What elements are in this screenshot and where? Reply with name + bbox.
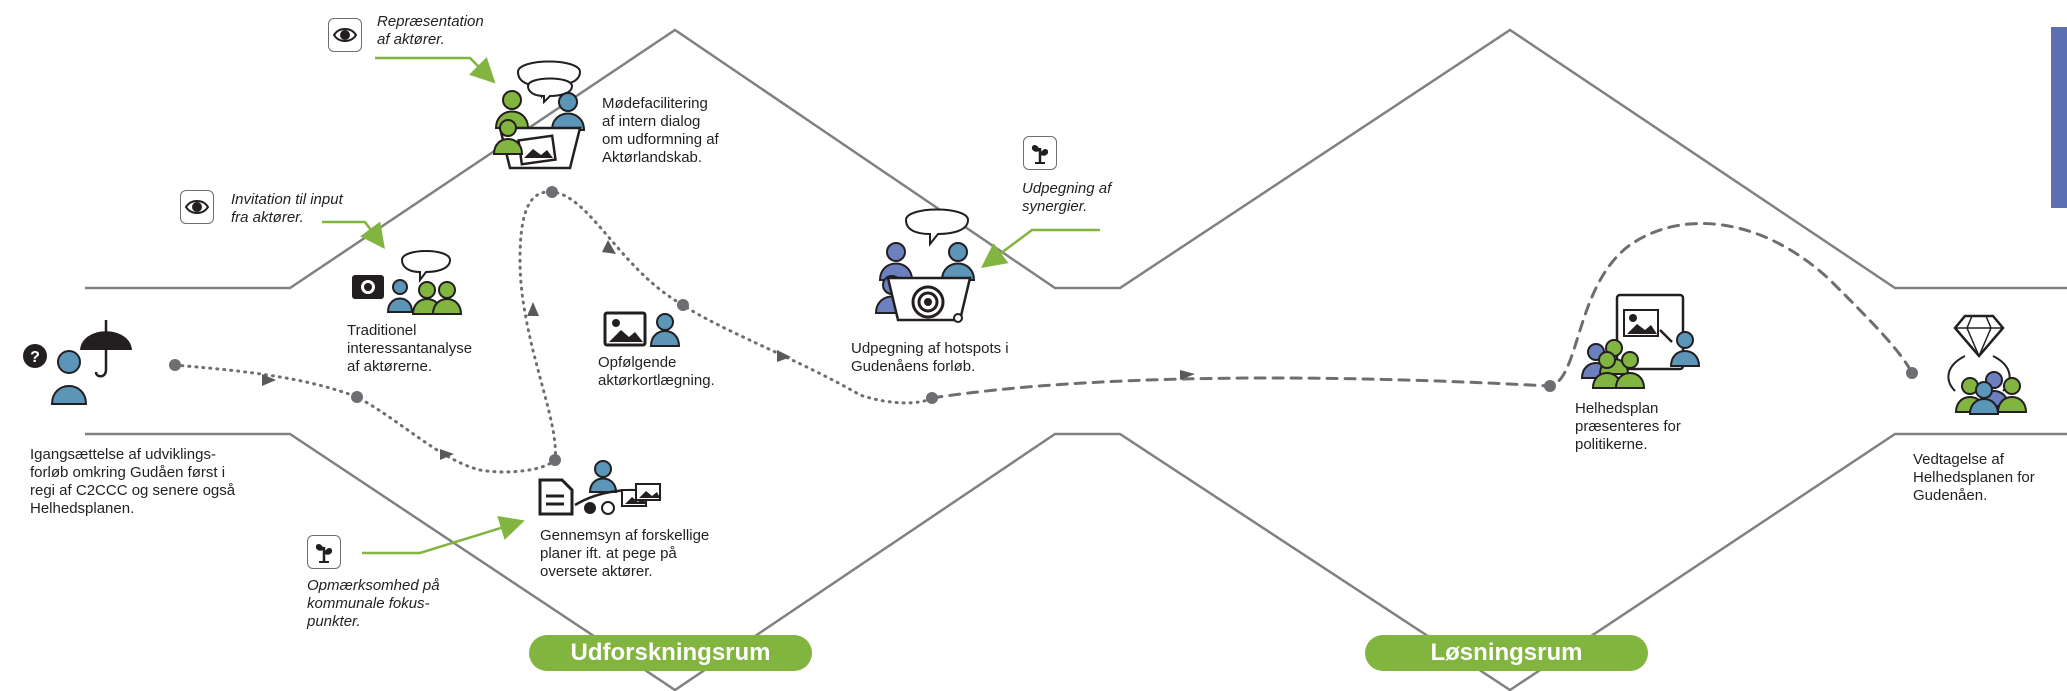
focus-badge: [307, 535, 341, 569]
sprout-icon: [1031, 145, 1049, 164]
speech-bubble-icon: [516, 60, 582, 105]
eye-icon: [184, 200, 210, 214]
leader-focus: [362, 515, 525, 555]
speech-bubble-icon: [904, 208, 970, 247]
question-icon: [23, 344, 47, 368]
path-node: [677, 299, 689, 311]
person-icon: [1591, 351, 1623, 389]
synergies-badge: [1023, 136, 1057, 170]
step-hotspots-label: Udpegning af hotspots i Gudenåens forløb…: [851, 340, 1009, 375]
diamond-outline-top: [85, 28, 2067, 290]
document-icon: [538, 478, 574, 516]
path-arrow: [262, 374, 276, 386]
person-icon: [1669, 331, 1701, 367]
step-adoption-label: Vedtagelse af Helhedsplanen for Gudenåen…: [1913, 451, 2035, 504]
step-start-label: Igangsættelse af udviklings- forløb omkr…: [30, 446, 236, 517]
path-node: [169, 359, 181, 371]
person-icon: [431, 281, 463, 315]
path-node: [549, 454, 561, 466]
person-icon: [940, 242, 976, 281]
path-node: [926, 392, 938, 404]
person-icon: [1614, 351, 1646, 389]
svg-text:?: ?: [30, 349, 40, 366]
path-arrow: [527, 302, 539, 316]
step-plan-label: Helhedsplan præsenteres for politikerne.: [1575, 400, 1681, 453]
invitation-badge: [180, 190, 214, 224]
step-review-label: Gennemsyn af forskellige planer ift. at …: [540, 527, 710, 580]
annotation-synergies: Udpegning af synergier.: [1022, 180, 1112, 215]
leader-invitation: [322, 220, 385, 250]
annotation-focus: Opmærksomhed på kommunale fokus- punkter…: [307, 577, 440, 630]
step-traditional-label: Traditionel interessantanalyse af aktøre…: [347, 322, 473, 375]
eye-icon: [332, 28, 358, 42]
target-icon: [911, 285, 945, 319]
person-icon: [492, 119, 524, 155]
person-icon: [50, 350, 88, 405]
umbrella-icon: [80, 320, 132, 378]
path-arrow: [777, 350, 791, 362]
edge-accent-bar: [2051, 27, 2067, 208]
person-icon: [588, 460, 618, 493]
annotation-invitation: Invitation til input fra aktører.: [231, 191, 343, 226]
person-icon: [649, 313, 681, 347]
image-icon: [635, 483, 661, 501]
person-icon: [1996, 377, 2028, 413]
step-followup-label: Opfølgende aktørkortlægning.: [598, 354, 715, 389]
process-path-dashed: [930, 222, 1914, 400]
person-icon: [550, 92, 586, 131]
meeting-icon-group: [492, 60, 586, 170]
process-path-dotted: [173, 190, 934, 474]
exploration-space-label: Udforskningsrum: [529, 635, 812, 671]
image-icon: [603, 311, 647, 347]
representation-badge: [328, 18, 362, 52]
step-meeting-label: Mødefacilitering af intern dialog om udf…: [602, 95, 719, 166]
traditional-icon-group: [352, 250, 463, 315]
image-icon: [517, 134, 557, 166]
person-icon: [386, 279, 414, 313]
start-icon-group: ?: [23, 320, 132, 405]
solution-space-label: Løsningsrum: [1365, 635, 1648, 671]
leader-synergies: [980, 228, 1100, 268]
path-arrow: [602, 240, 616, 254]
path-node: [1906, 367, 1918, 379]
review-icon-group: [538, 460, 661, 516]
path-arrow: [440, 449, 454, 460]
person-icon: [1968, 381, 2000, 415]
image-icon: [1623, 309, 1659, 337]
sprout-icon: [315, 544, 333, 563]
adoption-icon-group: [1947, 314, 2028, 415]
camera-icon: [352, 275, 384, 299]
diamond-icon: [1947, 314, 2011, 392]
path-node: [351, 391, 363, 403]
path-node: [546, 186, 558, 198]
speech-bubble-icon: [400, 250, 452, 283]
hotspots-icon-group: [874, 208, 976, 323]
plan-icon-group: [1580, 293, 1701, 389]
annotation-representation: Repræsentation af aktører.: [377, 13, 484, 48]
diamond-outline-bottom: [85, 432, 2067, 691]
followup-icon-group: [603, 311, 681, 347]
path-node: [1544, 380, 1556, 392]
leader-representation: [375, 56, 496, 84]
path-arrow: [1180, 370, 1195, 380]
person-icon: [878, 242, 914, 281]
